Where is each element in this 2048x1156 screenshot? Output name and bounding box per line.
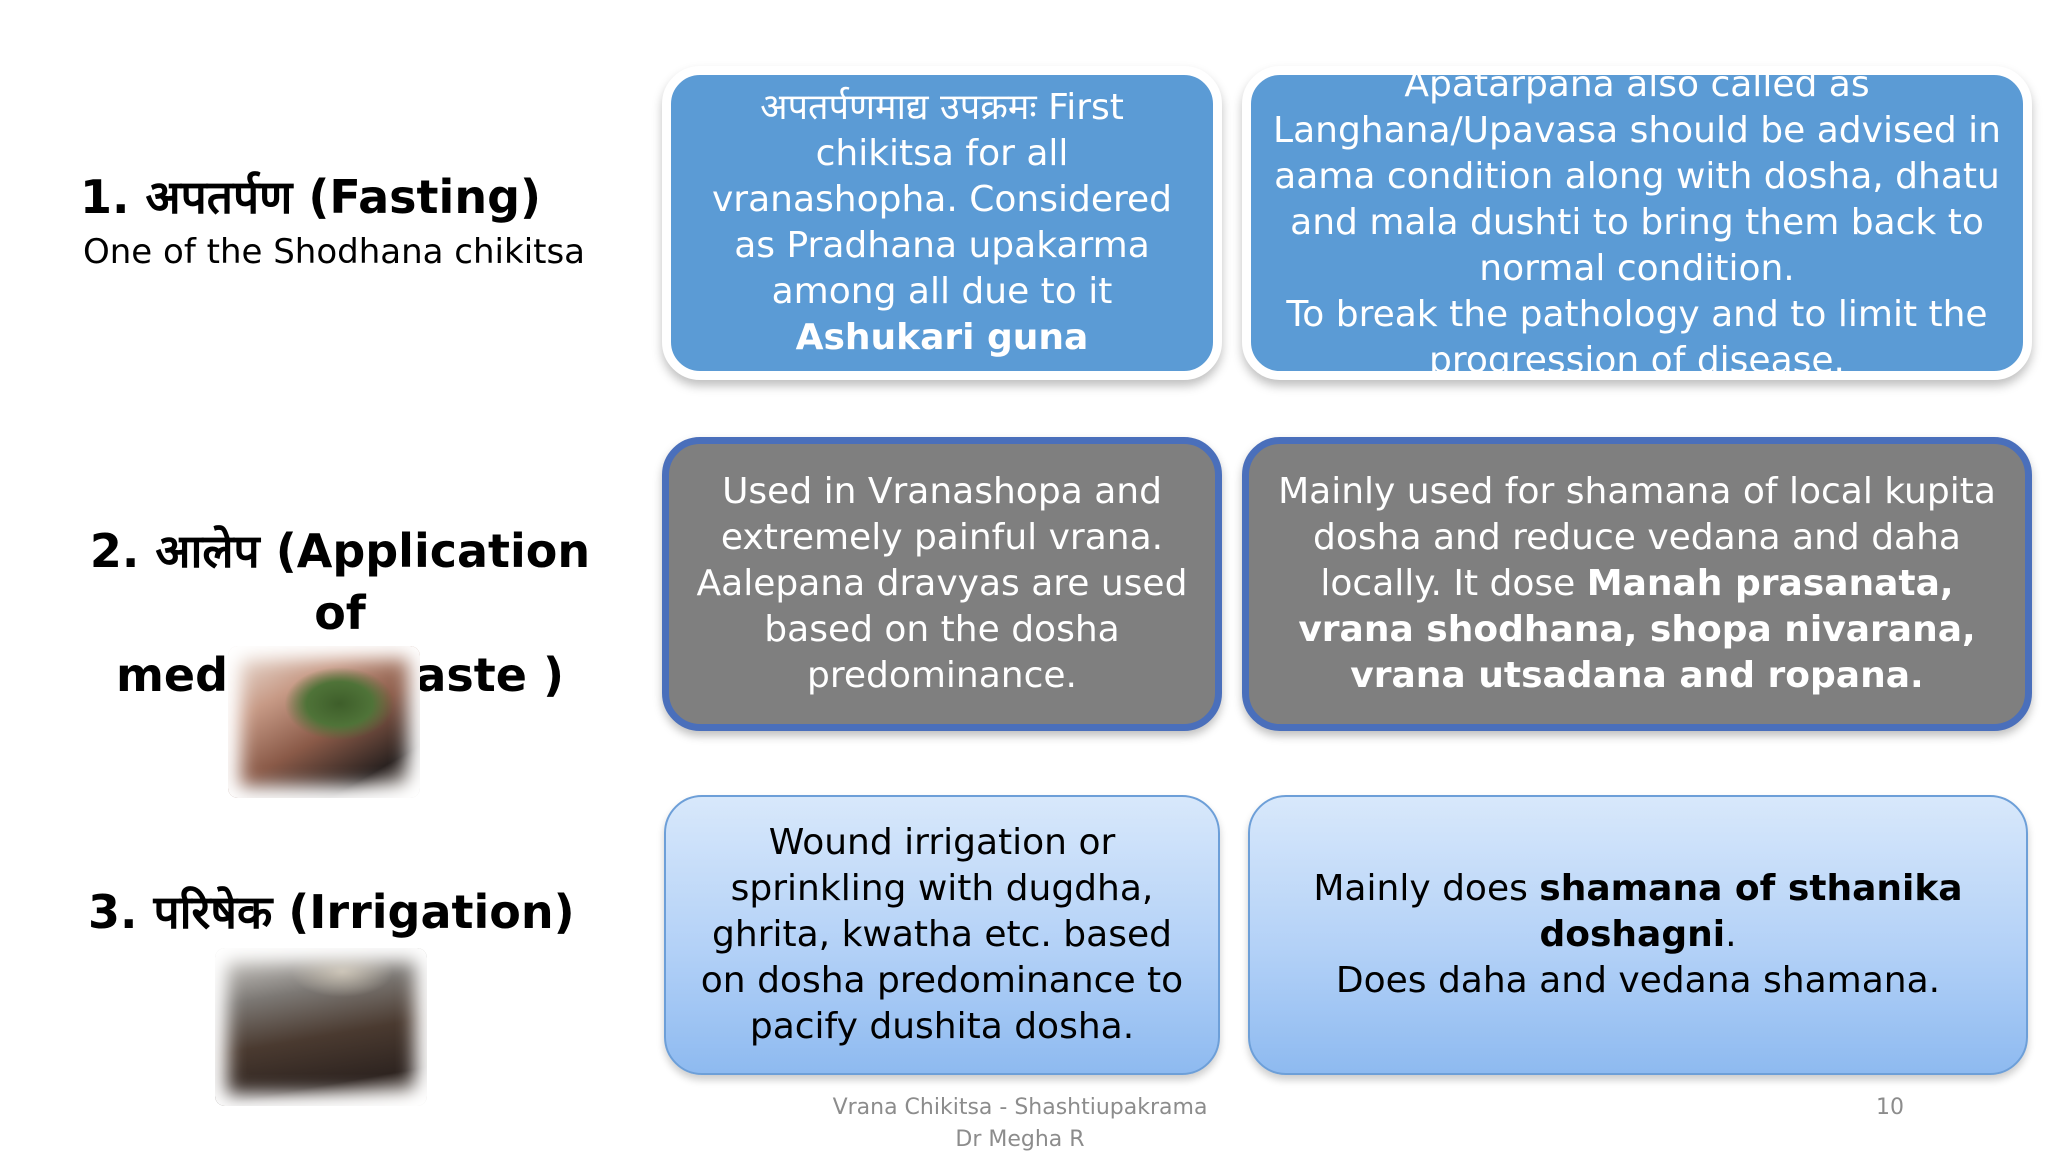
irrigation-detail-box: Mainly does shamana of sthanika doshagni… — [1248, 795, 2028, 1075]
fasting-description-main: अपतर्पणमाद्य उपक्रमः First chikitsa for … — [711, 87, 1172, 312]
heading-application-line1: 2. आलेप (Application of — [89, 524, 591, 640]
heading-irrigation: 3. परिषेक (Irrigation) — [88, 885, 575, 939]
paste-photo — [228, 646, 420, 798]
subheading-shodhana: One of the Shodhana chikitsa — [83, 232, 586, 272]
footer-title: Vrana Chikitsa - Shashtiupakrama — [832, 1095, 1208, 1120]
application-detail-box: Mainly used for shamana of local kupita … — [1242, 437, 2032, 731]
page-number: 10 — [1876, 1095, 1904, 1120]
fasting-detail-line2: To break the pathology and to limit the … — [1286, 294, 1988, 381]
fasting-detail-line1: Apatarpana also called as Langhana/Upava… — [1273, 64, 2001, 289]
footer: Vrana Chikitsa - Shashtiupakrama Dr Megh… — [780, 1092, 1260, 1156]
application-detail-text: Mainly used for shamana of local kupita … — [1269, 469, 2005, 699]
irrigation-detail-line1: Mainly does shamana of sthanika doshagni… — [1270, 866, 2006, 958]
fasting-description-box: अपतर्पणमाद्य उपक्रमः First chikitsa for … — [662, 66, 1222, 380]
application-detail-main: Mainly used for shamana of local kupita … — [1278, 471, 1996, 604]
fasting-description-text: अपतर्पणमाद्य उपक्रमः First chikitsa for … — [691, 85, 1193, 361]
irrigation-photo — [215, 948, 427, 1106]
footer-author: Dr Megha R — [955, 1127, 1085, 1152]
application-detail-bold: Manah prasanata, vrana shodhana, shopa n… — [1298, 563, 1976, 696]
fasting-detail-text: Apatarpana also called as Langhana/Upava… — [1271, 62, 2003, 384]
fasting-detail-box: Apatarpana also called as Langhana/Upava… — [1242, 64, 2032, 381]
irrigation-detail-line2: Does daha and vedana shamana. — [1335, 960, 1941, 1001]
irrigation-description-text: Wound irrigation or sprinkling with dugd… — [700, 822, 1184, 1047]
irrigation-detail-text: Mainly does shamana of sthanika doshagni… — [1270, 866, 2006, 1004]
irrigation-detail-pre: Mainly does — [1313, 868, 1540, 909]
heading-application: 2. आलेप (Application of medicinal paste … — [60, 520, 620, 706]
irrigation-detail-bold: shamana of sthanika doshagni — [1539, 868, 1963, 955]
irrigation-detail-post: . — [1725, 914, 1737, 955]
application-description-text: Used in Vranashopa and extremely painful… — [696, 471, 1188, 696]
application-description-box: Used in Vranashopa and extremely painful… — [662, 437, 1222, 731]
irrigation-description-box: Wound irrigation or sprinkling with dugd… — [664, 795, 1220, 1075]
fasting-description-bold: Ashukari guna — [795, 317, 1089, 358]
heading-fasting: 1. अपतर्पण (Fasting) — [80, 170, 542, 224]
